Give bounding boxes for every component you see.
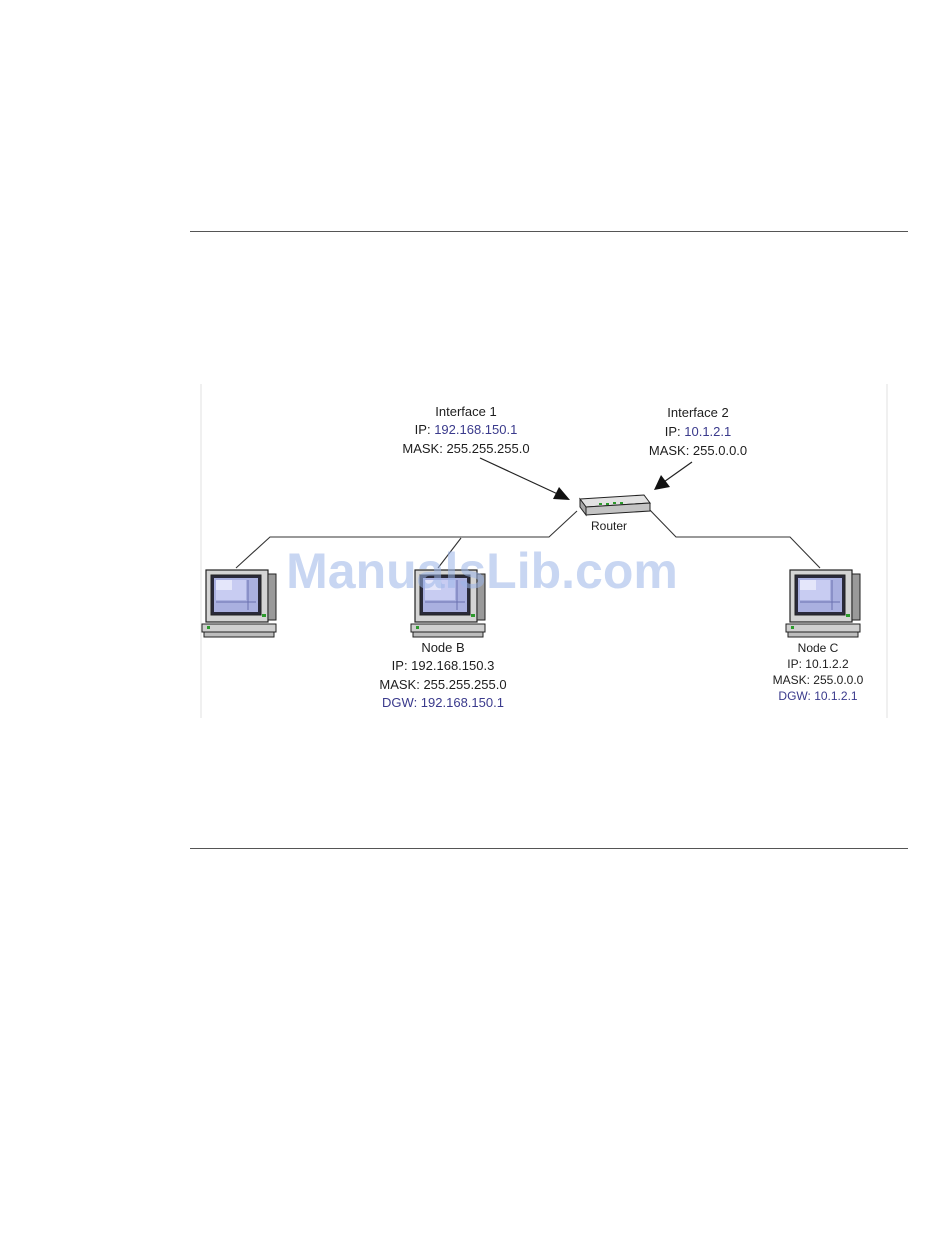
- watermark: ManualsLib.com: [286, 543, 678, 599]
- node-c-ip: IP: 10.1.2.2: [787, 657, 849, 671]
- arrow-interface-2: [661, 462, 692, 484]
- interface-1-mask: MASK: 255.255.255.0: [402, 441, 529, 456]
- interface-1-ip: IP: 192.168.150.1: [415, 422, 518, 437]
- router-icon: [580, 495, 650, 515]
- interface-1-title: Interface 1: [435, 404, 496, 419]
- node-c-mask: MASK: 255.0.0.0: [773, 673, 864, 687]
- node-b-ip: IP: 192.168.150.3: [392, 658, 495, 673]
- node-b-title: Node B: [421, 640, 464, 655]
- router-label: Router: [591, 519, 627, 533]
- arrow-head-interface-2: [654, 475, 670, 490]
- arrow-interface-1: [480, 458, 562, 496]
- node-b-mask: MASK: 255.255.255.0: [379, 677, 506, 692]
- node-c-dgw: DGW: 10.1.2.1: [778, 689, 857, 703]
- interface-2-ip: IP: 10.1.2.1: [665, 424, 732, 439]
- interface-2-mask: MASK: 255.0.0.0: [649, 443, 747, 458]
- computer-node-c-icon: [786, 570, 860, 637]
- node-c-title: Node C: [798, 641, 839, 655]
- computer-node-a-icon: [202, 570, 276, 637]
- interface-2-title: Interface 2: [667, 405, 728, 420]
- node-b-dgw: DGW: 192.168.150.1: [382, 695, 504, 710]
